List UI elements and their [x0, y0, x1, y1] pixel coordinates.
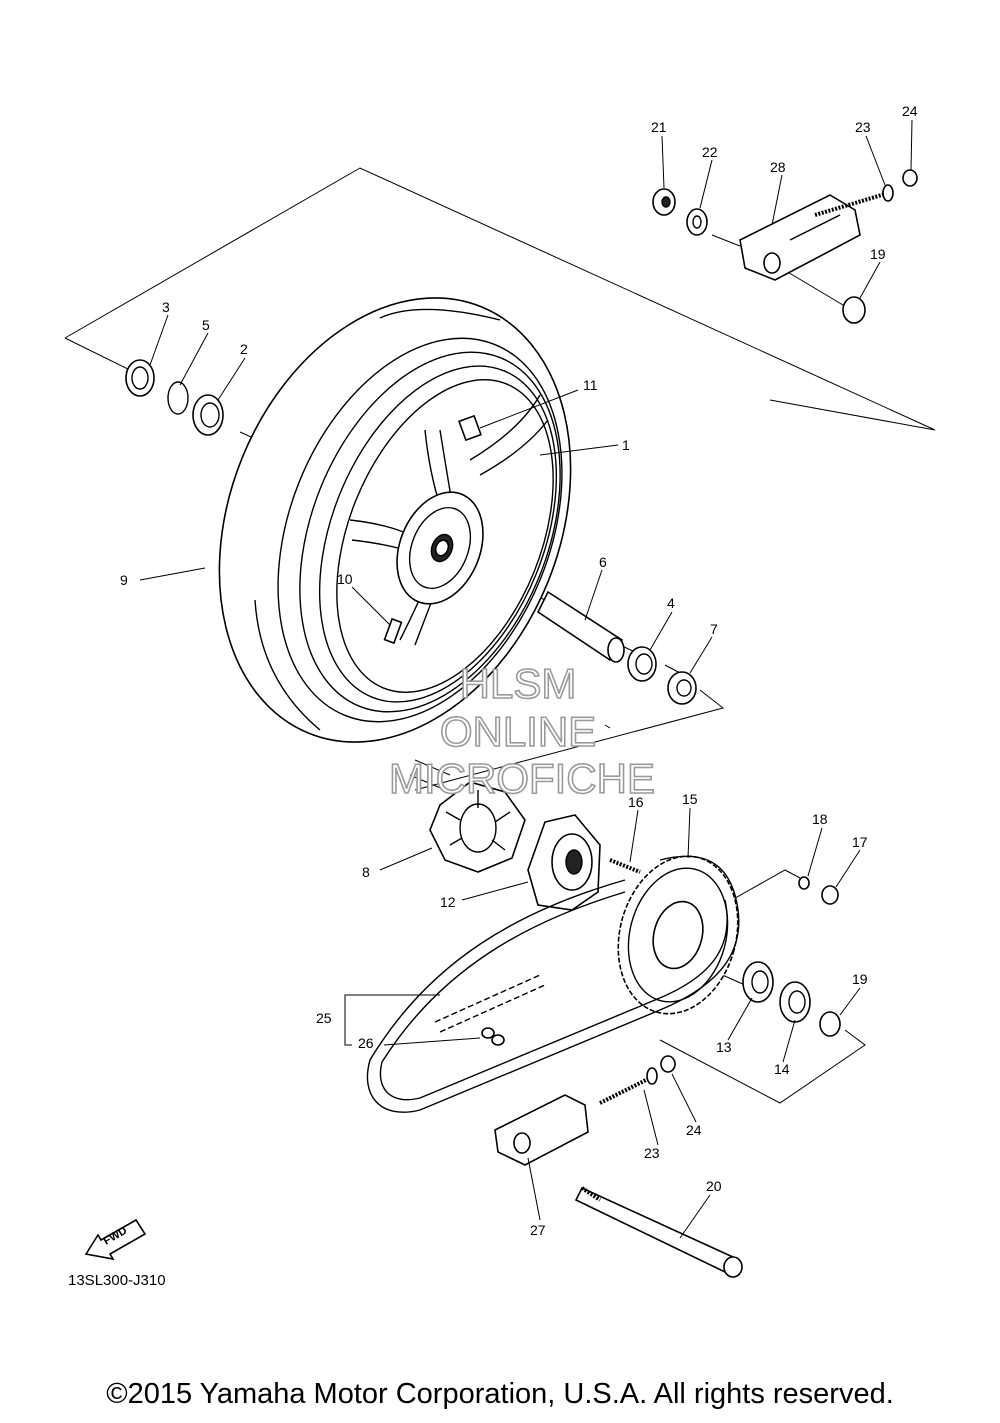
- callout-10: 10: [337, 571, 353, 587]
- nut-24-top: [902, 169, 918, 187]
- stud-16: [609, 858, 641, 874]
- nut-17: [821, 885, 839, 905]
- callout-15: 15: [682, 791, 698, 807]
- collar-21: [652, 188, 676, 216]
- rear-wheel-assembly: [218, 297, 572, 743]
- callout-12: 12: [440, 894, 456, 910]
- callout-4: 4: [667, 595, 675, 611]
- callout-23-top: 23: [855, 119, 871, 135]
- sprocket-hub-12: [527, 814, 601, 911]
- callout-13: 13: [716, 1039, 732, 1055]
- nut-24-bottom: [660, 1055, 676, 1073]
- spacer-6: [536, 590, 625, 663]
- copyright-notice: ©2015 Yamaha Motor Corporation, U.S.A. A…: [106, 1378, 894, 1410]
- callout-8: 8: [362, 864, 370, 880]
- callout-17: 17: [852, 834, 868, 850]
- callout-3: 3: [162, 299, 170, 315]
- callout-16: 16: [628, 794, 644, 810]
- svg-text:ONLINE: ONLINE: [440, 708, 596, 755]
- callout-numbers: 1 2 3 4 5 6 7 8 9 10 11 12 13 14 15 16 1…: [120, 103, 918, 1238]
- callout-1: 1: [622, 437, 630, 453]
- callout-23-bottom: 23: [644, 1145, 660, 1161]
- callout-14: 14: [774, 1061, 790, 1077]
- bearing-13: [742, 961, 774, 1003]
- callout-24-top: 24: [902, 103, 918, 119]
- callout-27: 27: [530, 1222, 546, 1238]
- callout-24-bottom: 24: [686, 1122, 702, 1138]
- collar-19-bottom: [819, 1011, 841, 1037]
- axle-20: [574, 1186, 743, 1278]
- callout-22: 22: [702, 144, 718, 160]
- bolt-23-top: [814, 184, 894, 217]
- circlip-5: [167, 381, 189, 415]
- callout-11: 11: [583, 377, 598, 393]
- callout-19-top: 19: [870, 246, 886, 262]
- bolt-23-bottom: [599, 1067, 658, 1105]
- sprocket-15: [617, 855, 739, 1015]
- bearing-2: [192, 394, 224, 436]
- callout-21: 21: [651, 119, 667, 135]
- collar-7: [667, 671, 697, 705]
- collar-19-top: [842, 296, 866, 324]
- damper-8: [429, 781, 526, 873]
- callout-2: 2: [240, 341, 248, 357]
- callout-25: 25: [316, 1010, 332, 1026]
- callout-28: 28: [770, 159, 786, 175]
- callout-9: 9: [120, 572, 128, 588]
- callout-5: 5: [202, 317, 210, 333]
- svg-text:MICROFICHE: MICROFICHE: [389, 755, 655, 802]
- master-link-26: [481, 1027, 505, 1046]
- callout-26: 26: [358, 1035, 374, 1051]
- diagram-code: 13SL300-J310: [68, 1272, 166, 1289]
- adjuster-28: [739, 194, 861, 281]
- svg-text:HLSM: HLSM: [460, 660, 577, 707]
- bearing-3: [125, 359, 155, 397]
- seal-14: [779, 981, 811, 1023]
- bearing-4: [627, 646, 657, 682]
- callout-7: 7: [710, 621, 718, 637]
- callout-leaders: [139, 119, 913, 1239]
- drive-chain: [366, 855, 740, 1113]
- callout-18: 18: [812, 811, 828, 827]
- callout-6: 6: [599, 554, 607, 570]
- callout-19-bottom: 19: [852, 971, 868, 987]
- washer-18: [798, 876, 810, 890]
- callout-20: 20: [706, 1178, 722, 1194]
- washer-22: [686, 208, 708, 236]
- watermark: HLSM ONLINE MICROFICHE: [388, 659, 656, 803]
- fwd-arrow-icon: FWD: [84, 1218, 147, 1261]
- adjuster-27: [494, 1094, 589, 1166]
